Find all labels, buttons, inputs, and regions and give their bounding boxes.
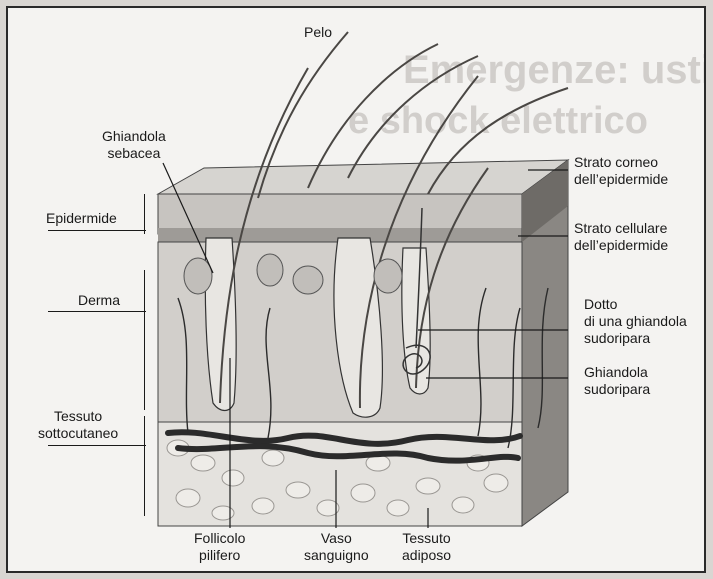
label-follicolo-pilifero: Follicolo pilifero: [194, 530, 245, 564]
skin-cross-section-diagram: [8, 8, 706, 573]
sottocutaneo-bracket: [144, 416, 145, 516]
textbook-page: Emergenze: ustioni e shock elettrico: [6, 6, 706, 573]
derma-bracket: [144, 270, 145, 410]
label-vaso-sanguigno: Vaso sanguigno: [304, 530, 369, 564]
label-tessuto-sottocutaneo: Tessuto sottocutaneo: [38, 408, 118, 442]
label-tessuto-adiposo: Tessuto adiposo: [402, 530, 451, 564]
label-ghiandola-sudoripara: Ghiandola sudoripara: [584, 364, 650, 398]
label-dotto: Dotto di una ghiandola sudoripara: [584, 296, 687, 347]
label-pelo: Pelo: [304, 24, 332, 41]
label-strato-cellulare: Strato cellulare dell’epidermide: [574, 220, 668, 254]
epidermide-bracket: [144, 194, 145, 234]
label-strato-corneo: Strato corneo dell’epidermide: [574, 154, 668, 188]
label-derma: Derma: [78, 292, 120, 309]
skin-top-surface: [158, 160, 568, 194]
sottocutaneo-line: [48, 445, 146, 446]
label-epidermide: Epidermide: [46, 210, 117, 227]
epidermide-line: [48, 230, 146, 231]
derma-line: [48, 311, 146, 312]
label-ghiandola-sebacea: Ghiandola sebacea: [102, 128, 166, 162]
